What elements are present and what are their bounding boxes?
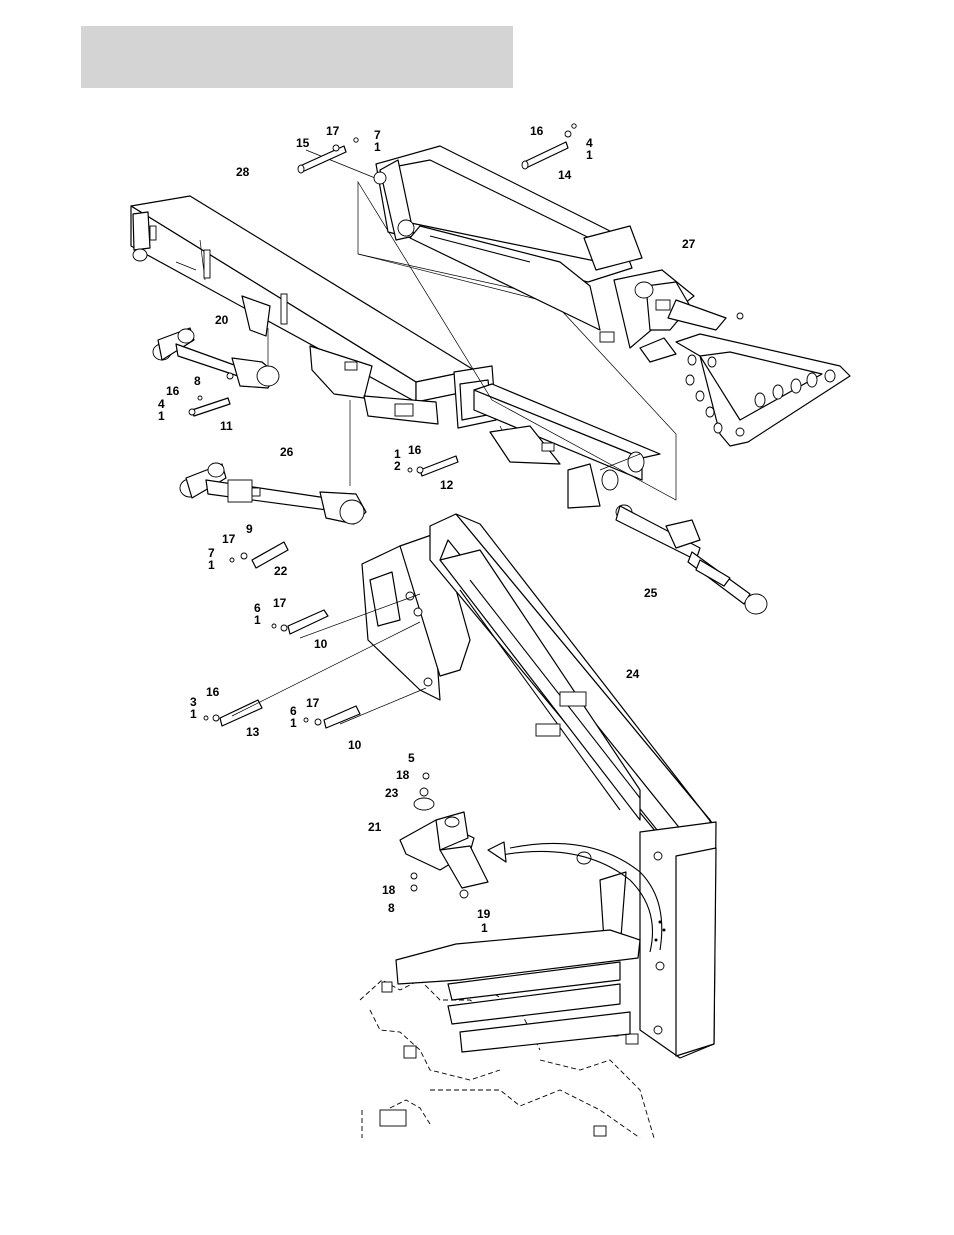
callout-13: 13 — [246, 726, 259, 738]
callout-9: 9 — [246, 523, 253, 535]
callout-28: 28 — [236, 166, 249, 178]
callout-8-left: 8 — [194, 375, 201, 387]
callout-11: 11 — [220, 420, 233, 432]
jib-assembly-27 — [374, 146, 726, 362]
callout-16-top-right: 16 — [530, 125, 543, 137]
callout-10-lower: 10 — [348, 739, 361, 751]
pin-12 — [408, 456, 458, 476]
callout-20: 20 — [215, 314, 228, 326]
callout-17-mid-left: 17 — [222, 533, 235, 545]
callout-15: 15 — [296, 137, 309, 149]
machine-base-reference — [360, 930, 654, 1138]
pin-11 — [189, 396, 230, 416]
bracket-21 — [400, 773, 488, 898]
callout-5: 5 — [408, 752, 415, 764]
callout-17-top: 17 — [326, 125, 339, 137]
callout-18-lower: 18 — [382, 884, 395, 896]
callout-16-left: 16 — [166, 385, 179, 397]
pin-10-upper — [272, 610, 328, 634]
callout-17-lower: 17 — [306, 697, 319, 709]
cylinder-20 — [153, 328, 279, 388]
pin-13 — [204, 700, 262, 726]
callout-1-top-right: 1 — [586, 149, 593, 161]
cylinder-26 — [180, 463, 366, 524]
callout-1-lower-left: 1 — [190, 708, 197, 720]
callout-8-lower: 8 — [388, 902, 395, 914]
callout-26: 26 — [280, 446, 293, 458]
callout-24: 24 — [626, 668, 639, 680]
callout-10-upper: 10 — [314, 638, 327, 650]
callout-19: 19 — [477, 908, 490, 920]
callout-23: 23 — [385, 787, 398, 799]
callout-14: 14 — [558, 169, 571, 181]
callout-1-lower: 1 — [290, 717, 297, 729]
callout-17-upper: 17 — [273, 597, 286, 609]
callout-16-mid: 16 — [408, 444, 421, 456]
callout-1-mid-left: 1 — [208, 559, 215, 571]
callout-27: 27 — [682, 238, 695, 250]
callout-1-left: 1 — [158, 410, 165, 422]
callout-1-top: 1 — [374, 141, 381, 153]
callout-21: 21 — [368, 821, 381, 833]
callout-25: 25 — [644, 587, 657, 599]
cylinder-25 — [616, 505, 767, 614]
callout-1-upper: 1 — [254, 614, 261, 626]
callout-12: 12 — [440, 479, 453, 491]
callout-2-mid: 2 — [394, 460, 401, 472]
callout-22: 22 — [274, 565, 287, 577]
callout-16-lower: 16 — [206, 686, 219, 698]
callout-18-upper: 18 — [396, 769, 409, 781]
callout-1-bottom: 1 — [481, 922, 488, 934]
jib-truss-frame — [676, 313, 850, 446]
